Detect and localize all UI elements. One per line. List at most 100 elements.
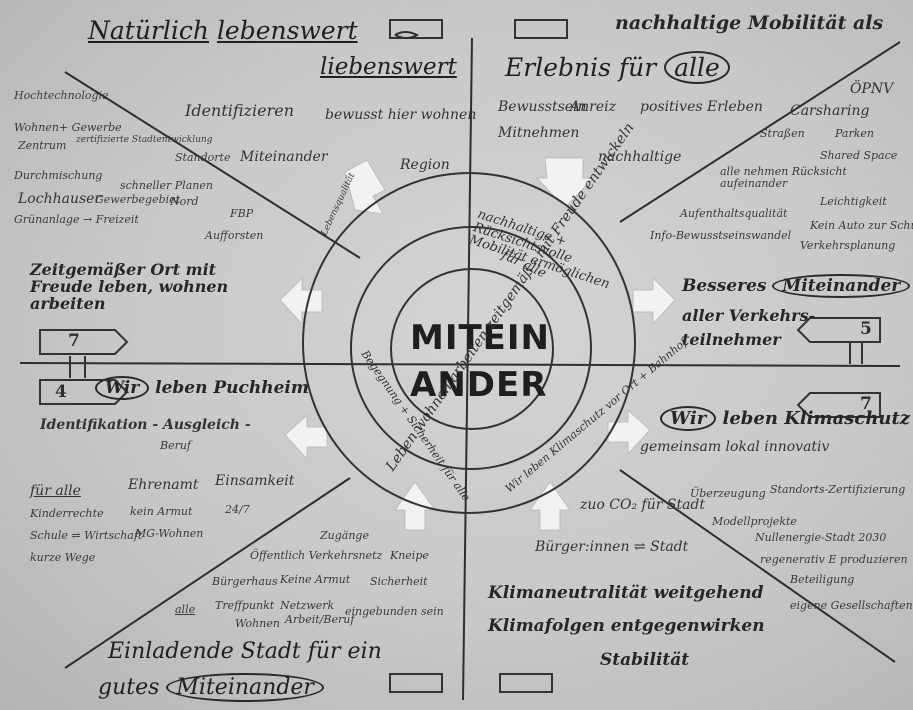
br-note: regenerativ E produzieren [760,553,908,566]
sign-number-left-bottom: 4 [55,382,67,402]
br-title-line3: Stabilität [600,650,690,670]
tl-title: Natürlich lebenswert [88,16,358,45]
tl-note: Standorte [175,151,231,164]
bl-note: Beruf [160,439,192,452]
bl-note: Öffentlich Verkehrsnetz [250,549,383,562]
tr-note: Info-Bewusstseinswandel [650,229,792,242]
tl-note: Aufforsten [205,229,264,242]
sign-right-top [796,317,881,343]
bl-note: Sicherheit [370,575,428,588]
bl-note: 24/7 [225,503,250,516]
bl-note: Ehrenamt [128,477,199,493]
tl-note: Zentrum [18,139,67,152]
sign-number-right-bottom: 7 [860,394,872,414]
diagonal-top-left [64,71,361,259]
tl-note: Nord [170,195,199,208]
tl-note: Lochhauser [18,191,102,207]
sign-left-bottom [39,379,129,405]
middle-ring [350,226,592,470]
br-title-line1: Klimaneutralität weitgehend [488,583,764,603]
arrow-box-bottom-2 [499,673,553,693]
arrow-note-2 [535,157,595,209]
bl-note: Netzwerk [280,599,335,612]
bl-note: Schule ⇌ Wirtschaft [30,529,143,542]
bl-note: Bürgerhaus [212,575,278,588]
sign-number-right-top: 5 [860,319,872,339]
br-note: eigene Gesellschaften [790,599,913,612]
bl-note: Kneipe [390,549,429,562]
inner-ring [390,268,554,430]
diagonal-top-right [619,41,901,223]
bl-note: Wohnen [235,617,280,630]
br-side: Wir leben Klimaschutz [660,406,910,431]
tr-note: Parken [835,127,874,140]
arrow-note-5 [284,413,328,461]
bl-note: Keine Armut [280,573,351,586]
tl-note: bewusst hier wohnen [325,107,477,123]
tl-note: Identifizieren [185,101,294,120]
br-title-line2: Klimafolgen entgegenwirken [488,616,765,636]
tl-note: Wohnen+ Gewerbe [14,121,122,134]
tr-note: Kein Auto zur Schule [810,219,913,232]
tr-side-line1: Besseres Miteinander [682,274,911,298]
tl-note: FBP [230,207,254,220]
tr-note: Verkehrsplanung [800,239,896,252]
arrow-note-4 [632,276,676,326]
arrow-box-top-1 [389,19,443,39]
tl-note: Region [400,157,450,173]
br-side-line2: gemeinsam lokal innovativ [640,439,830,455]
br-note: Standorts-Zertifizierung [770,483,906,496]
tl-note: Gewerbegebiet [95,193,181,206]
br-note: zuo CO₂ für Stadt [580,497,706,513]
br-note: Bürger:innen ⇌ Stadt [535,539,689,555]
bl-note: kurze Wege [30,551,96,564]
tr-note: Shared Space [820,149,898,162]
bl-note: eingebunden sein [345,605,444,618]
bl-side: Wir leben Puchheim [95,376,309,400]
tl-note: zertifizierte Stadtentwicklung [76,135,213,145]
bl-title-line1: Einladende Stadt für ein [108,639,382,664]
tr-note: Mitnehmen [498,125,580,141]
bl-note: Treffpunkt [215,599,275,612]
tr-note: Bewusstsein [498,99,587,115]
tl-note: Hochtechnologie [14,89,109,102]
tl-note: schneller Planen [120,179,213,192]
bl-note: alle [175,603,196,616]
tl-side-text: Zeitgemäßer Ort mit Freude leben, wohnen… [30,260,229,313]
tr-note: Anreiz [570,99,616,115]
tl-note: Miteinander [240,149,328,165]
arrow-box-top-2 [514,19,568,39]
br-note: Modellprojekte [712,515,797,528]
bl-note: kein Armut [130,505,193,518]
center-word-1: MITEIN [410,318,551,358]
tr-note: Leichtigkeit [820,195,887,208]
bl-note: Zugänge [320,529,369,542]
bl-note: Identifikation - Ausgleich - [40,417,251,433]
bl-note: MG-Wohnen [135,527,204,540]
sign-number-left-top: 7 [68,331,80,351]
tr-title: nachhaltige Mobilität als [615,12,884,34]
tr-note: Straßen [760,127,805,140]
tr-note: nachhaltige [598,149,682,165]
bl-note: Arbeit/Beruf [285,613,355,626]
tr-side-line3: teilnehmer [682,330,781,349]
sign-right-bottom [796,392,881,418]
bl-note: Kinderrechte [30,507,104,520]
tl-note: Durchmischung [14,169,103,182]
tl-note: Grünanlage → Freizeit [14,213,139,226]
sign-left-top [39,329,129,355]
tr-note: alle nehmen Rücksicht aufeinander [720,165,847,190]
tr-note: Aufenthaltsqualität [680,207,788,220]
center-word-2: ANDER [410,365,548,405]
bl-note: für alle [30,483,81,499]
arrow-box-bottom-1 [389,673,443,693]
tr-note: Carsharing [790,103,870,119]
br-note: Überzeugung [690,487,766,500]
tr-note: ÖPNV [850,81,894,97]
tr-side-line2: aller Verkehrs- [682,306,816,325]
diagonal-bottom-left [64,477,351,669]
br-note: Beteiligung [790,573,855,586]
diagonal-bottom-right [619,469,896,663]
bl-title-line2: gutes Miteinander [98,673,324,702]
